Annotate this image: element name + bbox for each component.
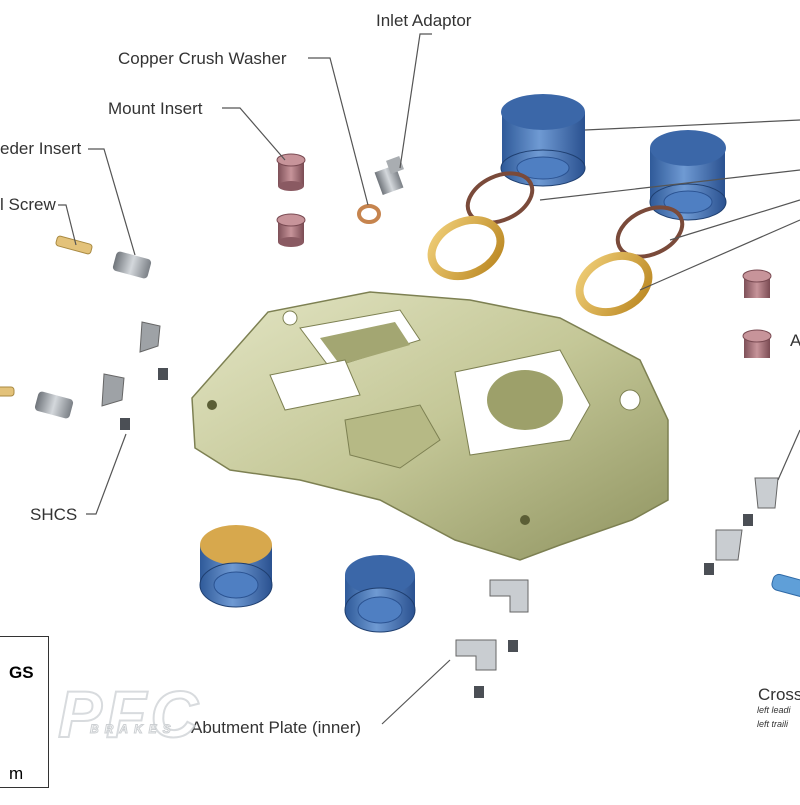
crossover-tube-part <box>771 573 800 599</box>
shcs-part-2 <box>120 418 130 430</box>
bleed-screw-part-2 <box>0 386 15 397</box>
caliper-body <box>191 291 669 561</box>
piston-top-right <box>649 130 727 221</box>
dust-seal-right <box>575 251 653 317</box>
legend-box-bottom: m <box>9 764 24 783</box>
shcs-part-3 <box>508 640 518 652</box>
label-bleed-screw: l Screw <box>0 195 56 214</box>
crossover-bracket-1 <box>754 477 779 509</box>
shcs-part-4 <box>474 686 484 698</box>
label-right-a: A <box>790 331 800 350</box>
seal-right <box>615 205 685 259</box>
copper-crush-washer-part <box>357 204 381 224</box>
bracket-left-1 <box>139 321 161 353</box>
bleeder-insert-part <box>112 251 152 279</box>
piston-bottom-left <box>199 525 273 608</box>
label-shcs: SHCS <box>30 505 78 524</box>
pfc-logo-watermark: PFC <box>57 676 202 752</box>
shcs-part-6 <box>704 563 714 575</box>
bracket-left-2 <box>101 373 125 407</box>
label-bleeder-insert: eder Insert <box>0 139 82 158</box>
abutment-plate-inner <box>455 639 497 671</box>
label-cross: Cross <box>758 685 800 704</box>
abutment-plate-outer <box>489 579 529 613</box>
label-copper-crush-washer: Copper Crush Washer <box>118 49 287 68</box>
label-inlet-adaptor: Inlet Adaptor <box>376 11 472 30</box>
shcs-part-5 <box>743 514 753 526</box>
shcs-part-1 <box>158 368 168 380</box>
mount-insert-4 <box>742 329 772 358</box>
label-mount-insert: Mount Insert <box>108 99 203 118</box>
mount-insert-3 <box>742 269 772 298</box>
leader-lines <box>58 33 800 725</box>
bleeder-insert-part-2 <box>34 391 74 419</box>
legend-box: GS m <box>0 636 49 788</box>
piston-bottom-right <box>344 555 416 633</box>
mount-insert-2 <box>276 213 306 247</box>
inlet-adaptor-part <box>374 156 404 196</box>
piston-top-left <box>500 94 586 187</box>
dust-seal-left <box>427 215 505 281</box>
seal-left <box>465 171 535 225</box>
crossover-bracket-2 <box>715 529 743 561</box>
label-cross-sub-1: left leadi <box>757 705 791 715</box>
legend-box-title: GS <box>9 663 34 682</box>
mount-insert-1 <box>276 153 306 191</box>
label-cross-sub-2: left traili <box>757 719 789 729</box>
pfc-logo-subtext: BRAKES <box>90 722 177 737</box>
label-abutment-plate-inner: Abutment Plate (inner) <box>191 718 362 737</box>
